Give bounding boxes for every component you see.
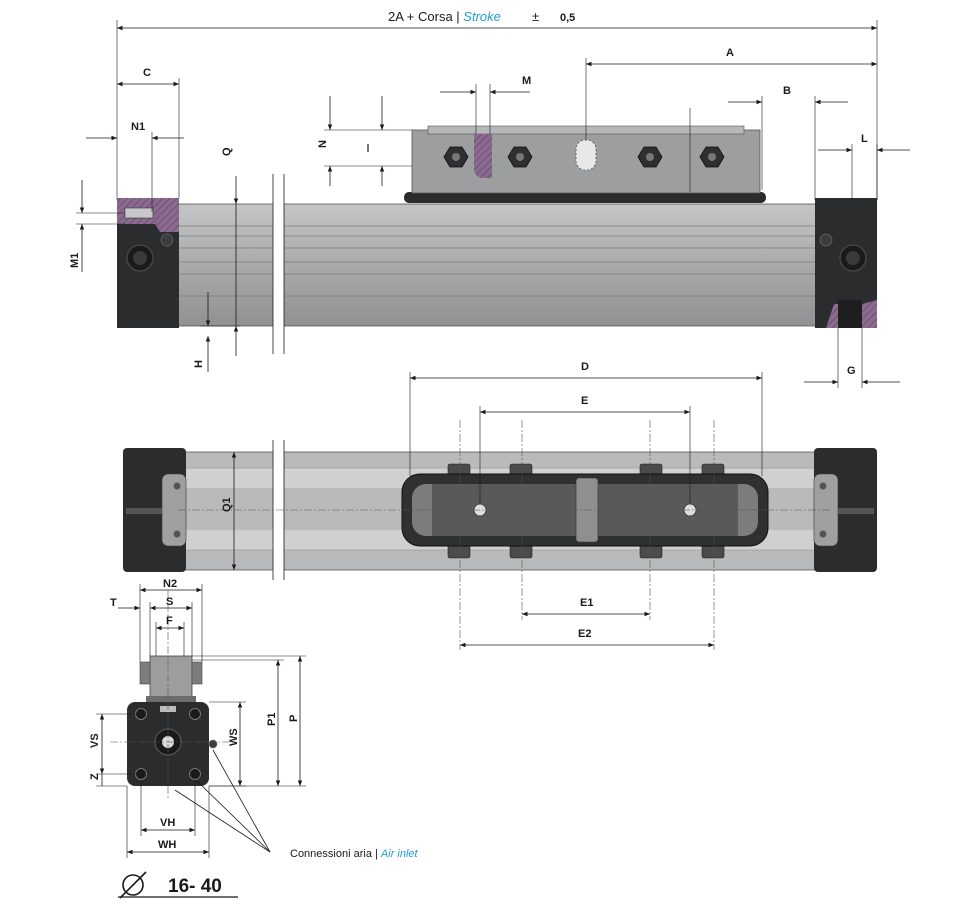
dim-G: G — [847, 365, 856, 377]
svg-text:2A + Corsa | Stroke: 2A + Corsa | Stroke — [388, 9, 501, 24]
dim-D: D — [581, 361, 589, 373]
dim-Q: Q — [221, 147, 233, 156]
dim-F: F — [166, 615, 173, 627]
dim-B: B — [783, 85, 791, 97]
dim-VS: VS — [89, 733, 101, 748]
dim-P1: P1 — [266, 713, 278, 726]
dim-S: S — [166, 596, 173, 608]
dim-P: P — [288, 715, 300, 722]
title-prefix: 2A + Corsa | — [388, 9, 460, 24]
top-view-dimensions: D E Q1 E1 E2 — [221, 361, 763, 648]
air-inlet-italic: Air inlet — [380, 848, 419, 860]
title-plusminus: ± — [532, 9, 539, 24]
front-view-dimensions: N2 S T F VS Z WS P1 P — [89, 578, 306, 858]
dim-E2: E2 — [578, 628, 591, 640]
overall-length-dimension: 2A + Corsa | Stroke ± 0,5 — [116, 9, 878, 200]
dim-M: M — [522, 75, 531, 87]
size-label: 16- 40 — [168, 876, 222, 897]
air-inlet-leaders: Connessioni aria | Air inlet — [174, 749, 419, 860]
dim-Q1: Q1 — [221, 497, 233, 512]
dim-WH: WH — [158, 839, 176, 851]
top-view — [123, 420, 877, 650]
dim-A: A — [726, 47, 734, 59]
front-view — [110, 590, 230, 800]
dim-M1: M1 — [69, 253, 81, 268]
dim-N1: N1 — [131, 121, 145, 133]
dim-N2: N2 — [163, 578, 177, 590]
dim-L: L — [861, 133, 868, 145]
side-view-dimensions: A B C N1 M L N — [69, 47, 910, 388]
dim-WS: WS — [228, 728, 240, 746]
size-range-label: 16- 40 — [118, 871, 238, 899]
dim-E1: E1 — [580, 597, 593, 609]
dim-Z: Z — [89, 773, 101, 780]
air-inlet-label: Connessioni aria | — [290, 848, 378, 860]
diameter-icon — [122, 874, 144, 896]
dim-T: T — [110, 597, 117, 609]
dim-N: N — [317, 140, 329, 148]
dim-E: E — [581, 395, 588, 407]
title-stroke: Stroke — [463, 9, 501, 24]
dim-C: C — [143, 67, 151, 79]
title-tolerance: 0,5 — [560, 12, 575, 24]
dim-VH: VH — [160, 817, 175, 829]
side-view — [117, 108, 877, 354]
dim-H: H — [193, 360, 205, 368]
svg-text:Connessioni aria | Air i: Connessioni aria | Air inlet — [290, 848, 419, 860]
